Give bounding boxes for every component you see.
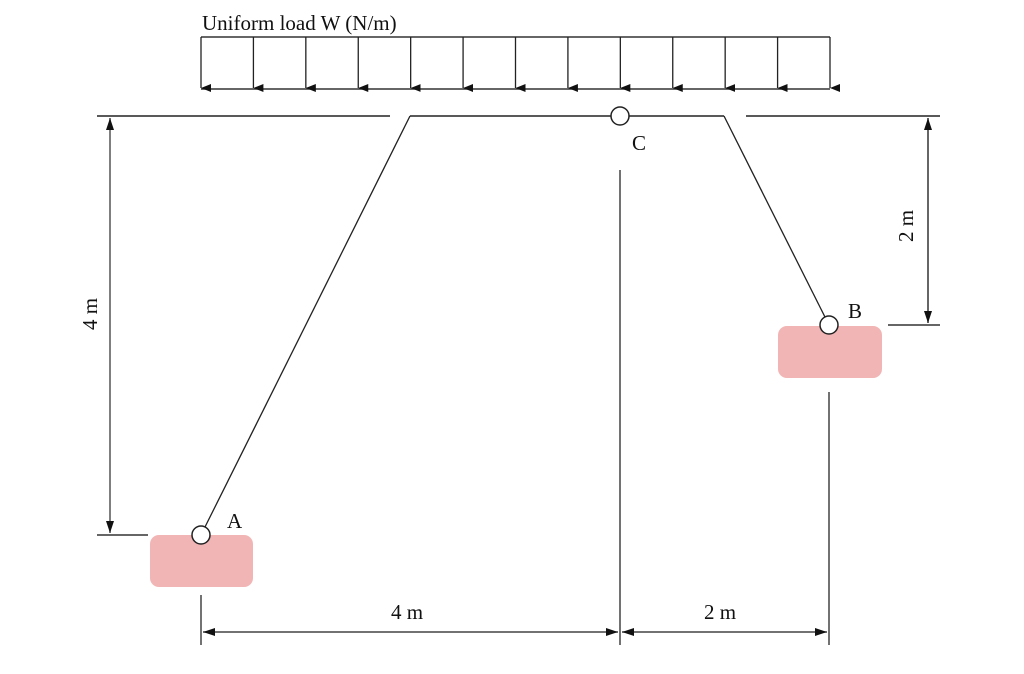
dimension-label-bottom-left: 4 m (391, 600, 423, 624)
dimension-bottom: 4 m 2 m (200, 170, 830, 645)
dimension-label-right: 2 m (894, 210, 918, 242)
hinge-B-icon (819, 315, 839, 335)
hinge-C-icon (610, 106, 630, 126)
support-block-A (150, 535, 253, 587)
dimension-left-vertical: 4 m (78, 118, 148, 536)
hinge-label-C: C (632, 131, 646, 155)
member-AC (200, 115, 411, 536)
uniform-load: Uniform load W (N/m) (200, 11, 840, 92)
hinge-label-B: B (848, 299, 862, 323)
dimension-label-bottom-right: 2 m (704, 600, 736, 624)
member-BC (723, 115, 830, 326)
load-arrows-icon (200, 37, 840, 92)
dimension-right-vertical: 2 m (888, 118, 940, 326)
hinge-A-icon (191, 525, 211, 545)
hinge-label-A: A (227, 509, 243, 533)
load-label: Uniform load W (N/m) (202, 11, 397, 35)
dimension-label-left: 4 m (78, 298, 102, 330)
support-block-B (778, 326, 882, 378)
